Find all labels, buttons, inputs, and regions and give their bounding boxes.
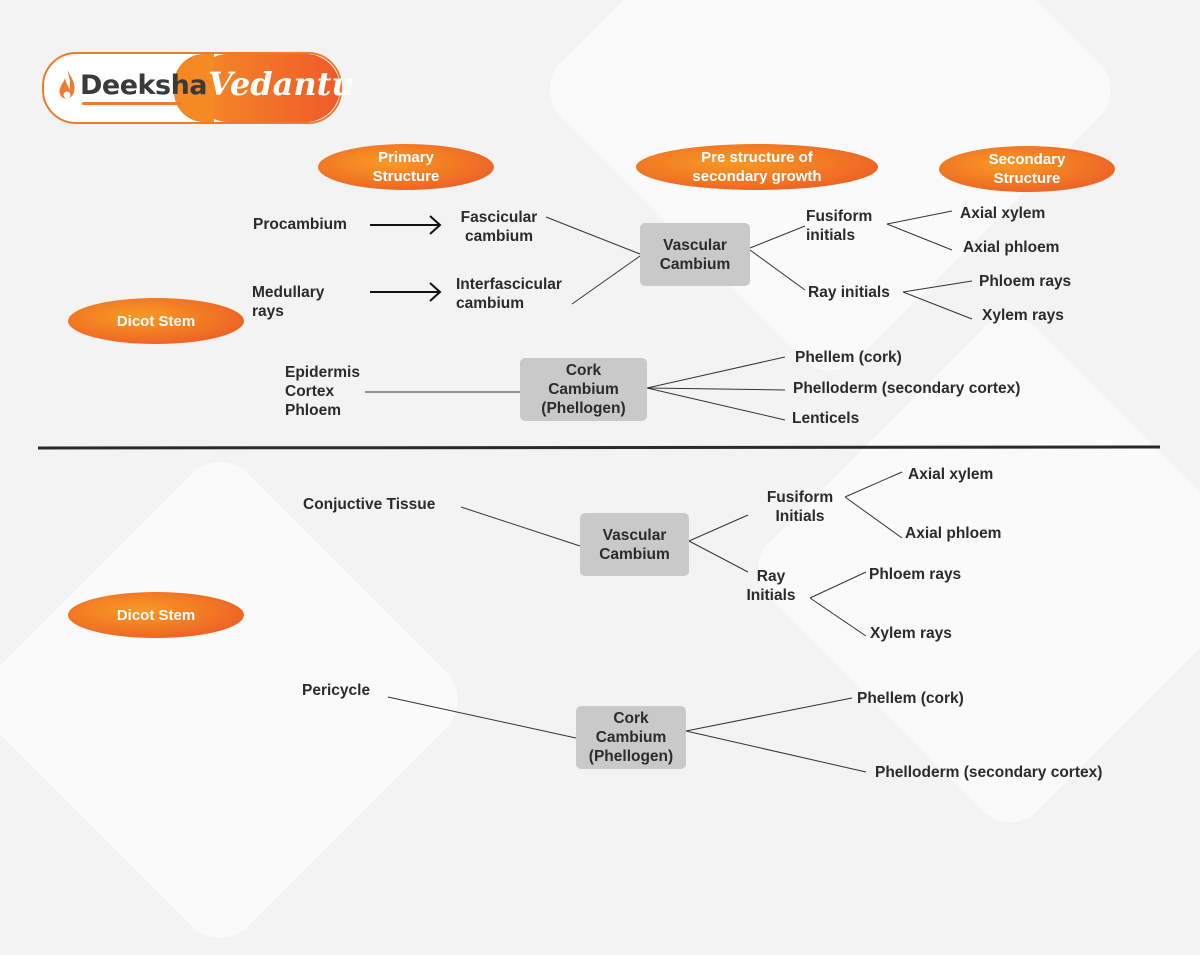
axial-phloem-label: Axial phloem [963, 239, 1060, 256]
vascular-cambium-label: Vascular Cambium [599, 526, 670, 563]
header-pre-label: Pre structure of secondary growth [692, 149, 822, 185]
vascular-cambium-box-top: Vascular Cambium [640, 223, 750, 286]
phellem-label: Phellem (cork) [795, 349, 902, 366]
conjunctive-tissue-label: Conjuctive Tissue [303, 496, 436, 513]
xylem-rays-label: Xylem rays [982, 307, 1064, 324]
header-primary-label: Primary Structure [372, 149, 440, 185]
header-secondary-label: Secondary Structure [988, 151, 1066, 187]
lenticels-label: Lenticels [792, 410, 860, 427]
header-pre-structure: Pre structure of secondary growth [636, 144, 878, 190]
dicot-stem-pill-top: Dicot Stem [68, 298, 244, 344]
phelloderm-label: Phelloderm (secondary cortex) [875, 764, 1103, 781]
dicot-stem-label: Dicot Stem [116, 606, 196, 624]
header-secondary-structure: Secondary Structure [939, 146, 1115, 192]
dicot-stem-pill-bottom: Dicot Stem [68, 592, 244, 638]
axial-xylem-label: Axial xylem [960, 205, 1046, 222]
background-shape [0, 445, 475, 955]
phellem-label: Phellem (cork) [857, 690, 964, 707]
logo-vedantu-text: Vedantu [208, 65, 355, 103]
header-primary-structure: Primary Structure [318, 144, 494, 190]
logo-underline [82, 102, 182, 105]
procambium-label: Procambium [253, 216, 347, 233]
epidermis-label: Epidermis [285, 364, 360, 381]
fascicular-cambium-label: Fascicular cambium [460, 209, 538, 245]
phloem-rays-label: Phloem rays [979, 273, 1072, 290]
medullary-rays-label: Medullary rays [252, 284, 325, 320]
logo-pill [42, 52, 342, 124]
ray-initials-label: Ray Initials [746, 568, 796, 604]
fusiform-initials-label: Fusiform initials [806, 208, 873, 244]
fusiform-initials-label: Fusiform Initials [766, 489, 834, 525]
phelloderm-label: Phelloderm (secondary cortex) [793, 380, 1021, 397]
axial-xylem-label: Axial xylem [908, 466, 994, 483]
cork-cambium-box-bottom: Cork Cambium (Phellogen) [576, 706, 686, 769]
dicot-stem-label: Dicot Stem [116, 312, 196, 330]
logo-right-panel [174, 54, 340, 122]
flame-icon [59, 70, 75, 99]
xylem-rays-label: Xylem rays [870, 625, 952, 642]
pericycle-label: Pericycle [302, 682, 371, 699]
logo-deeksha-text: Deeksha [80, 70, 208, 101]
interfascicular-cambium-label: Interfascicular cambium [456, 276, 562, 312]
ray-initials-label: Ray initials [808, 284, 890, 301]
phloem-label: Phloem [285, 402, 341, 419]
cortex-label: Cortex [285, 383, 335, 400]
vascular-cambium-box-bottom: Vascular Cambium [580, 513, 689, 576]
phloem-rays-label: Phloem rays [869, 566, 962, 583]
cork-cambium-box-top: Cork Cambium (Phellogen) [520, 358, 647, 421]
cork-cambium-label: Cork Cambium (Phellogen) [541, 362, 626, 417]
cork-cambium-label: Cork Cambium (Phellogen) [588, 710, 674, 765]
axial-phloem-label: Axial phloem [905, 525, 1002, 542]
brand-logo: Deeksha Vedantu [42, 52, 355, 124]
vascular-cambium-label: Vascular Cambium [659, 236, 731, 273]
